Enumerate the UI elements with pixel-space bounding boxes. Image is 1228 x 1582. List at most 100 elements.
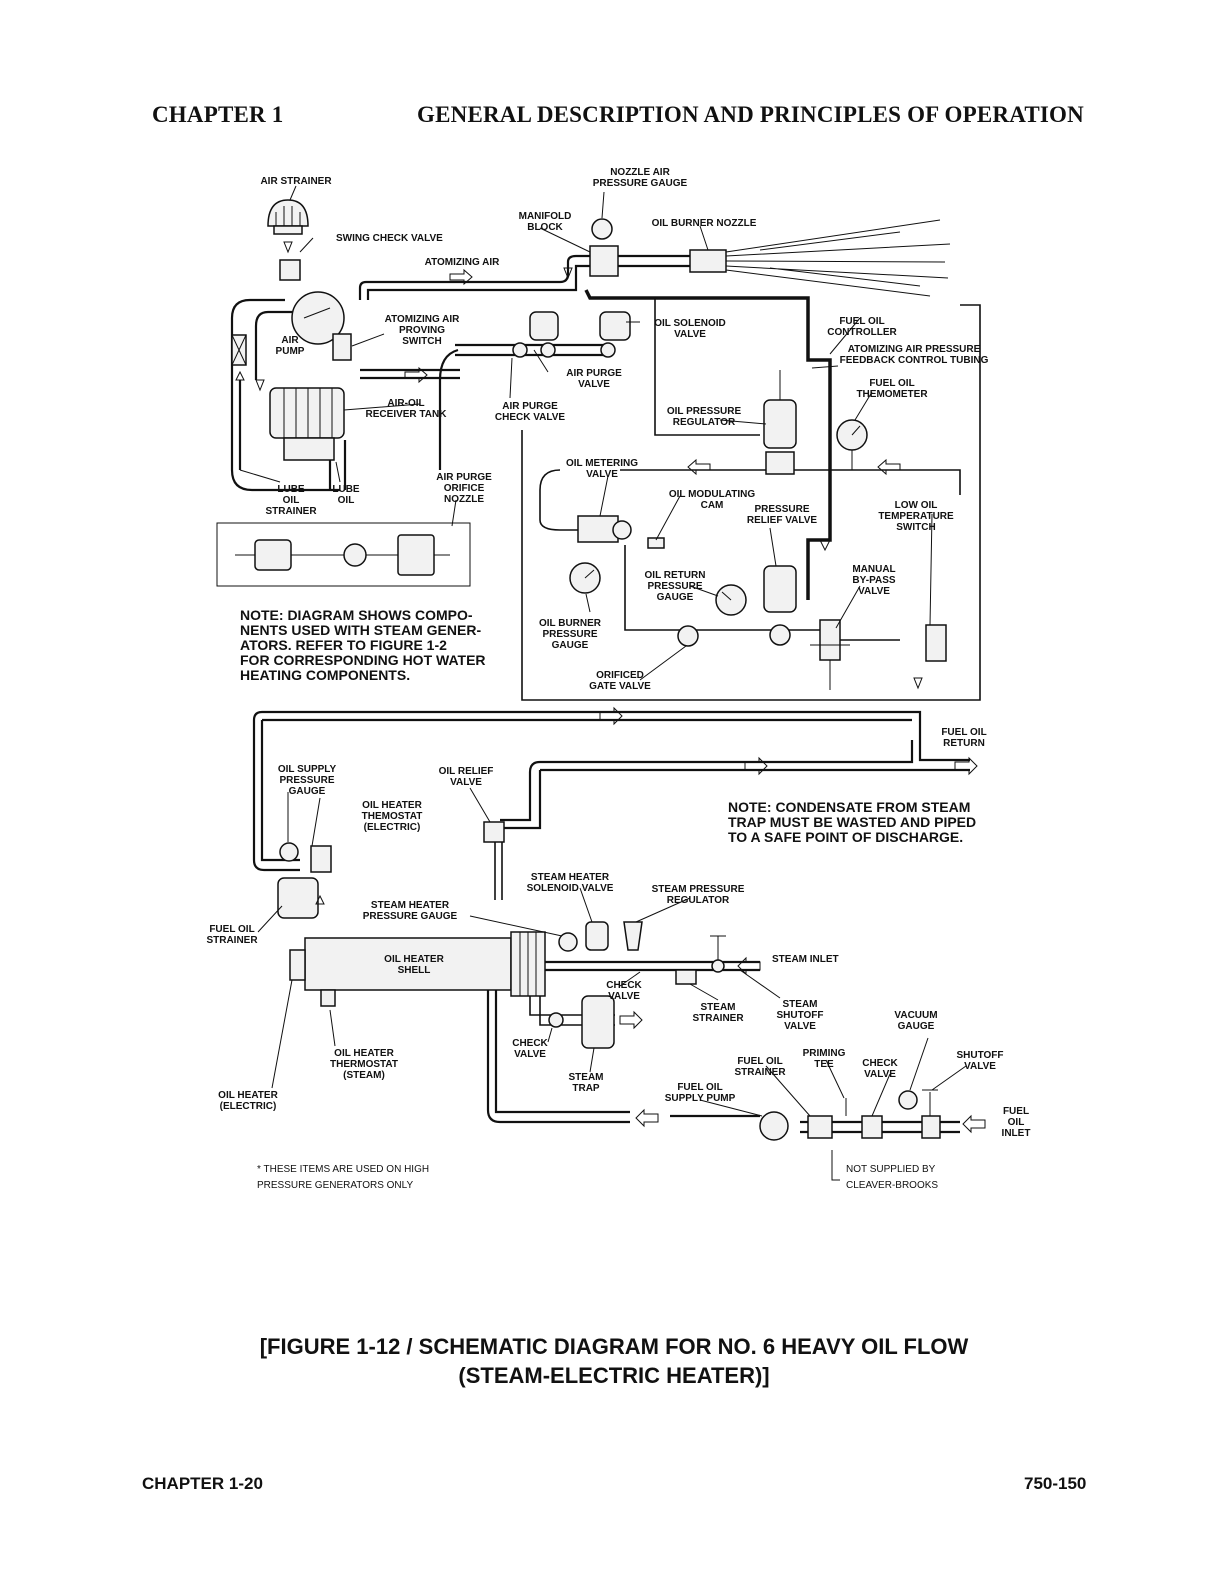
fuel-oil-strainer-right xyxy=(807,1115,833,1139)
check-valve-inlet xyxy=(861,1115,883,1139)
flow-arrows xyxy=(235,241,986,1134)
oil-relief-valve xyxy=(483,821,505,843)
check-valve-steam xyxy=(548,1012,564,1028)
chapter-title: GENERAL DESCRIPTION AND PRINCIPLES OF OP… xyxy=(417,102,1084,127)
air-purge-check-valve xyxy=(512,342,528,358)
oil-heater-thermostat-electric xyxy=(310,845,332,873)
air-purge-valve xyxy=(529,311,559,341)
caption-line-2: (STEAM-ELECTRIC HEATER)] xyxy=(458,1363,770,1388)
components xyxy=(216,199,947,1141)
vacuum-gauge xyxy=(898,1090,918,1110)
piping xyxy=(230,219,981,1134)
air-oil-receiver-tank xyxy=(269,387,345,439)
label-atomizing-air: ATOMIZING AIR xyxy=(425,257,501,268)
page-number: CHAPTER 1-20 xyxy=(142,1474,263,1493)
oil-heater-thermostat-steam xyxy=(320,989,336,1007)
oil-metering-valve xyxy=(577,515,619,543)
air-pump xyxy=(291,291,345,345)
label-air-strainer: AIR STRAINER xyxy=(260,176,332,187)
steam-trap xyxy=(581,995,615,1049)
pressure-relief-valve xyxy=(763,565,797,613)
figure-caption: [FIGURE 1-12 / SCHEMATIC DIAGRAM FOR NO.… xyxy=(0,1332,1228,1390)
steam-strainer xyxy=(675,969,697,985)
label-swing-check-valve: SWING CHECK VALVE xyxy=(336,233,443,244)
manifold-block xyxy=(589,245,619,277)
nozzle-air-pressure-gauge xyxy=(591,218,613,240)
document-number: 750-150 xyxy=(1024,1474,1087,1493)
diagram-notes: NOTE: DIAGRAM SHOWS COMPO-NENTS USED WIT… xyxy=(240,607,976,1191)
note-steam-note: NOTE: DIAGRAM SHOWS COMPO-NENTS USED WIT… xyxy=(240,607,486,683)
label-oil-heater-electric: OIL HEATER(ELECTRIC) xyxy=(218,1090,278,1112)
fuel-oil-supply-pump xyxy=(759,1111,789,1141)
chapter-label: CHAPTER 1 xyxy=(152,102,284,127)
low-oil-temperature-switch xyxy=(925,624,947,662)
manual-bypass-valve xyxy=(819,619,841,661)
oil-supply-pressure-gauge xyxy=(279,842,299,862)
caption-line-1: [FIGURE 1-12 / SCHEMATIC DIAGRAM FOR NO.… xyxy=(259,1334,969,1359)
atomizing-air-switch xyxy=(332,333,352,361)
oil-pressure-regulator xyxy=(763,399,797,449)
swing-check-valve xyxy=(279,259,301,281)
label-oil-burner-nozzle: OIL BURNER NOZZLE xyxy=(652,218,757,229)
oil-modulating-cam xyxy=(647,537,665,549)
steam-shutoff-valve xyxy=(711,959,725,973)
label-steam-inlet: STEAM INLET xyxy=(772,954,839,965)
air-purge-orifice-nozzle-detail xyxy=(216,522,471,587)
fuel-oil-strainer-left xyxy=(277,877,319,919)
oil-heater-shell xyxy=(304,937,512,991)
steam-heater-pressure-gauge xyxy=(558,932,578,952)
orificed-gate-valve xyxy=(677,625,699,647)
steam-pressure-regulator xyxy=(623,921,643,951)
shutoff-valve xyxy=(921,1115,941,1139)
air-strainer xyxy=(267,199,309,227)
oil-solenoid-valve xyxy=(599,311,631,341)
oil-burner-nozzle xyxy=(689,249,727,273)
component-labels: AIR STRAINER SWING CHECK VALVE ATOMIZING A… xyxy=(206,167,1030,1139)
